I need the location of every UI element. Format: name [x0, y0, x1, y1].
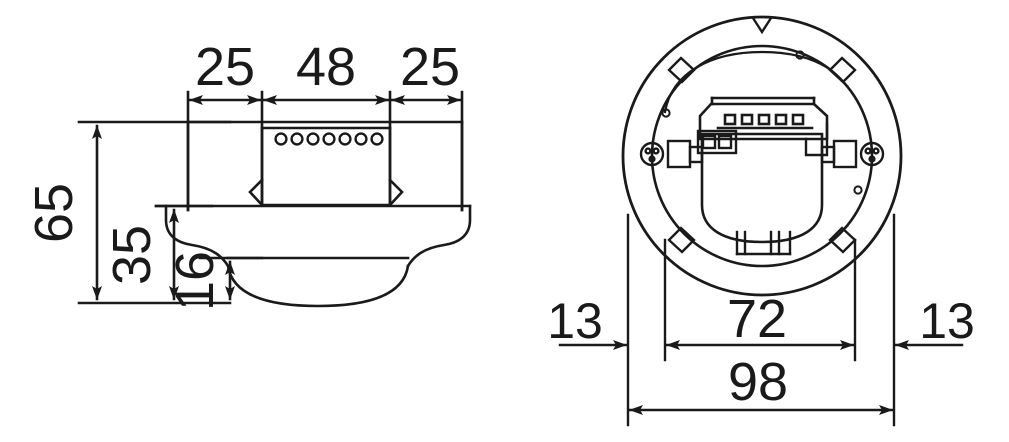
- outer-mounting-ring: [621, 15, 903, 297]
- gland-screw-pin: [652, 147, 660, 155]
- gland-body: [666, 139, 692, 169]
- screw-terminal-block: [696, 129, 738, 155]
- side-section-view: [77, 90, 472, 308]
- ring-pip: [853, 185, 863, 195]
- dim-label-72: 72: [727, 289, 787, 349]
- dim-label-13-right: 13: [919, 293, 975, 349]
- terminal-block-right-shoulder: [804, 122, 829, 157]
- gland-screw-pin: [868, 155, 876, 163]
- gland-neck: [820, 145, 836, 164]
- clip-notch-left: [248, 178, 264, 207]
- central-body: [700, 132, 824, 244]
- diamond-tabs: [667, 56, 857, 254]
- gland-screw-pin: [872, 147, 880, 155]
- contact-slot: [740, 113, 754, 126]
- dim-label-25-right: 25: [400, 37, 460, 97]
- diamond-tab: [667, 56, 696, 84]
- diamond-tab: [828, 226, 857, 254]
- contact-slot: [757, 113, 771, 126]
- gland-screw-pin: [644, 147, 652, 155]
- terminal-block: [698, 96, 829, 141]
- index-notch-icon: [751, 16, 773, 35]
- base-plate: [154, 204, 472, 268]
- plan-dimension-extension-lines: [626, 213, 896, 427]
- gland-screw-pin: [648, 155, 656, 163]
- gland-body: [832, 139, 858, 169]
- vent-hole: [370, 132, 384, 146]
- dim-label-13-left: 13: [547, 293, 603, 349]
- diamond-tab: [667, 226, 696, 254]
- vent-hole: [338, 132, 352, 146]
- vent-hole: [306, 132, 320, 146]
- ventilation-holes: [274, 132, 384, 146]
- bottom-plan-view: [558, 15, 964, 427]
- dim-label-98: 98: [728, 352, 788, 412]
- vent-hole: [290, 132, 304, 146]
- side-horizontal-dimension-chain: [186, 90, 464, 212]
- diamond-tab: [828, 56, 857, 84]
- vent-hole: [274, 132, 288, 146]
- inner-bracket-arc: [663, 50, 830, 114]
- gland-screw-head: [859, 141, 885, 167]
- gland-screw-head: [639, 141, 665, 167]
- base-plate-left-profile: [164, 204, 230, 268]
- vent-hole: [354, 132, 368, 146]
- contact-slot: [774, 113, 788, 126]
- vent-hole: [322, 132, 336, 146]
- clip-notch-right: [388, 178, 404, 207]
- screw-terminal-pair-left: [696, 129, 738, 155]
- dome-arc: [226, 264, 410, 308]
- bottom-slots: [735, 230, 792, 256]
- base-plate-right-profile: [406, 204, 472, 268]
- dim-label-35: 35: [102, 225, 162, 285]
- dim-label-16: 16: [165, 251, 225, 311]
- cable-gland-right: [820, 139, 885, 169]
- dim-label-65: 65: [24, 183, 84, 243]
- contact-slot: [791, 113, 805, 126]
- gland-neck: [688, 145, 704, 164]
- sensor-dome-lens: [226, 256, 410, 308]
- dimension-labels: 25 48 25 65 35 16 13 72 13 98: [24, 37, 975, 412]
- screw-terminal-slot: [701, 134, 717, 150]
- dim-label-25-left: 25: [195, 37, 255, 97]
- screw-terminal-slot: [717, 134, 733, 150]
- dim-label-48: 48: [296, 37, 356, 97]
- contact-slot: [723, 113, 737, 126]
- gland-screw-pin: [864, 147, 872, 155]
- cable-gland-left: [639, 139, 704, 169]
